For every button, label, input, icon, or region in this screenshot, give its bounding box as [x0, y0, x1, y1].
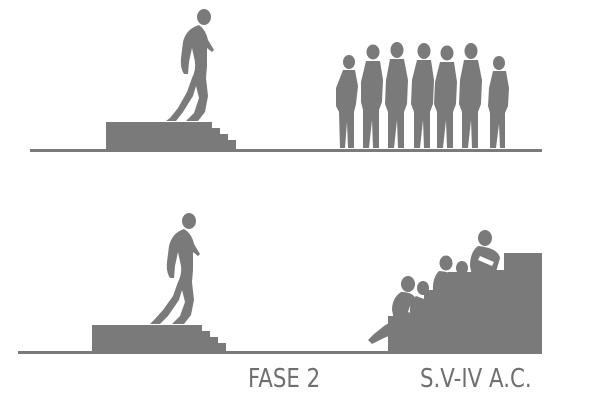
captions: FASE 2 S.V-IV A.C.: [0, 362, 599, 396]
seated-person: [450, 261, 472, 300]
audience-person: [361, 44, 383, 148]
audience-person: [336, 55, 358, 148]
seated-person: [409, 281, 432, 322]
bottom-audience: [368, 230, 500, 344]
phase-caption: FASE 2: [248, 364, 321, 394]
bottom-speaker-figure: [150, 213, 200, 324]
bottom-ground-line: [18, 351, 542, 354]
top-scene: [30, 9, 542, 152]
bottom-speaker-platform: [92, 325, 226, 353]
audience-person: [411, 43, 434, 148]
top-ground-line: [30, 149, 542, 152]
audience-person: [434, 45, 457, 148]
period-caption: S.V-IV A.C.: [420, 364, 532, 394]
top-speaker-platform: [106, 122, 236, 150]
bottom-scene: [18, 213, 542, 354]
top-speaker-figure: [166, 9, 214, 121]
tiered-seating: [388, 253, 542, 353]
top-audience: [336, 42, 509, 148]
seated-person: [470, 230, 500, 276]
audience-person: [488, 56, 509, 148]
audience-person: [385, 42, 408, 148]
audience-person: [459, 43, 482, 148]
